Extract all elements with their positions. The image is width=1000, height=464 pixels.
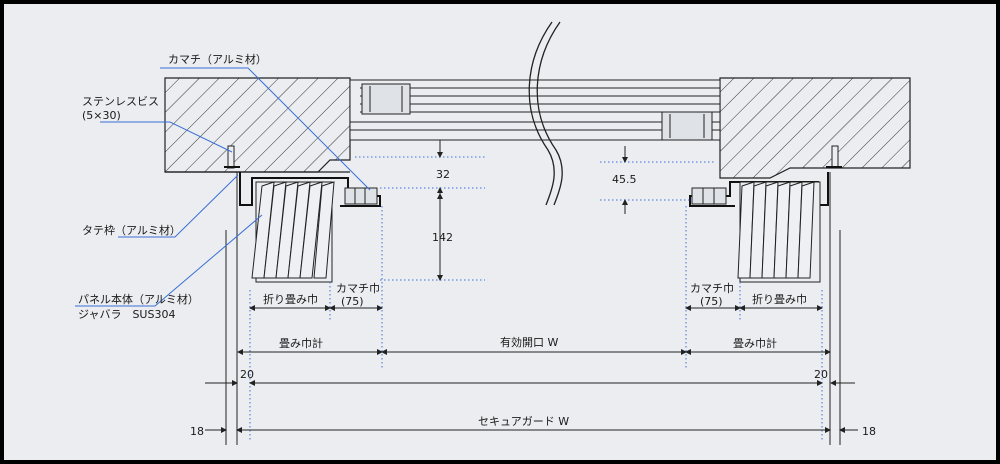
right-bellows	[691, 181, 821, 283]
screw-size-label: (5×30)	[82, 109, 121, 122]
right-frame	[689, 172, 841, 445]
dim-32-label: 32	[436, 168, 450, 181]
left-folding-total-label: 畳み巾計	[279, 336, 323, 350]
right-folding-total-label: 畳み巾計	[733, 336, 777, 350]
security-guard-width-label: セキュアガード W	[478, 415, 569, 428]
left-wall	[164, 77, 351, 173]
right-wall	[719, 77, 911, 179]
left-kamachi-value: (75)	[341, 295, 364, 308]
right-18-label: 18	[862, 425, 876, 438]
dim-142-label: 142	[432, 231, 453, 244]
left-frame	[225, 172, 381, 445]
left-kamachi-width-label: カマチ巾	[336, 281, 380, 295]
right-20-label: 20	[814, 368, 828, 381]
left-18-label: 18	[190, 425, 204, 438]
upper-track	[349, 21, 721, 206]
left-screw	[224, 145, 240, 169]
guide-lines	[249, 156, 823, 440]
left-folding-width-label: 折り畳み巾	[263, 292, 318, 306]
left-20-label: 20	[240, 368, 254, 381]
panel-label-line2: ジャバラ SUS304	[78, 308, 175, 321]
panel-label-line1: パネル本体（アルミ材）	[78, 292, 199, 306]
effective-opening-label: 有効開口 W	[500, 335, 558, 349]
tatewaku-label: タテ枠（アルミ材）	[82, 223, 181, 237]
right-kamachi-value: (75)	[700, 295, 723, 308]
screw-name-label: ステンレスビス	[82, 95, 159, 108]
left-bellows	[251, 181, 378, 283]
right-folding-width-label: 折り畳み巾	[752, 292, 807, 306]
dim-45-5-label: 45.5	[612, 173, 637, 186]
right-kamachi-width-label: カマチ巾	[690, 281, 734, 295]
right-screw	[826, 145, 842, 169]
kamachi-material-label: カマチ（アルミ材）	[168, 52, 267, 66]
leader-lines	[75, 67, 371, 307]
